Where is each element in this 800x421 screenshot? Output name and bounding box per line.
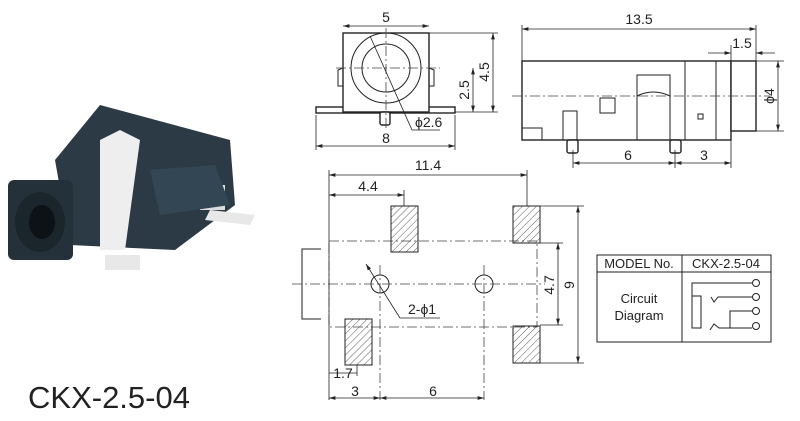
dim-fp-length: 11.4 (415, 157, 441, 173)
dim-pin-offset: 3 (700, 147, 708, 163)
dim-height: 4.5 (476, 62, 492, 82)
dim-pin-spacing: 6 (624, 147, 632, 163)
circuit-label-2: Diagram (614, 308, 663, 323)
product-title: CKX-2.5-04 (28, 380, 190, 415)
side-view: 13.5 1.5 ϕ4 6 3 (512, 11, 784, 168)
dim-base-width: 8 (382, 130, 390, 146)
model-value: CKX-2.5-04 (692, 256, 760, 271)
dim-center-height: 2.5 (456, 80, 472, 100)
footprint-view: 11.4 4.4 9 4.7 2-ϕ1 1.7 3 6 (292, 157, 584, 400)
dim-holes: 2-ϕ1 (408, 301, 436, 317)
model-table: MODEL No. CKX-2.5-04 Circuit Diagram (596, 254, 772, 343)
circuit-label-1: Circuit (621, 291, 658, 306)
dim-hole: ϕ2.6 (415, 114, 443, 130)
dim-front: 1.5 (732, 35, 752, 51)
dim-pad-width: 1.7 (333, 365, 353, 381)
circuit-diagram-icon (691, 279, 760, 331)
dim-width: 5 (382, 9, 390, 25)
product-photo (8, 105, 255, 270)
dim-pad-offset: 4.4 (358, 178, 378, 194)
model-label: MODEL No. (604, 256, 674, 271)
dim-hole-spacing: 6 (429, 383, 437, 399)
dim-diameter: ϕ4 (761, 88, 777, 104)
dim-hole-offset: 3 (351, 383, 359, 399)
dim-length: 13.5 (625, 11, 652, 27)
front-view: 5 8 ϕ2.6 4.5 2.5 (315, 9, 498, 150)
dim-fp-height: 9 (561, 281, 577, 289)
dim-inner: 4.7 (541, 275, 557, 295)
